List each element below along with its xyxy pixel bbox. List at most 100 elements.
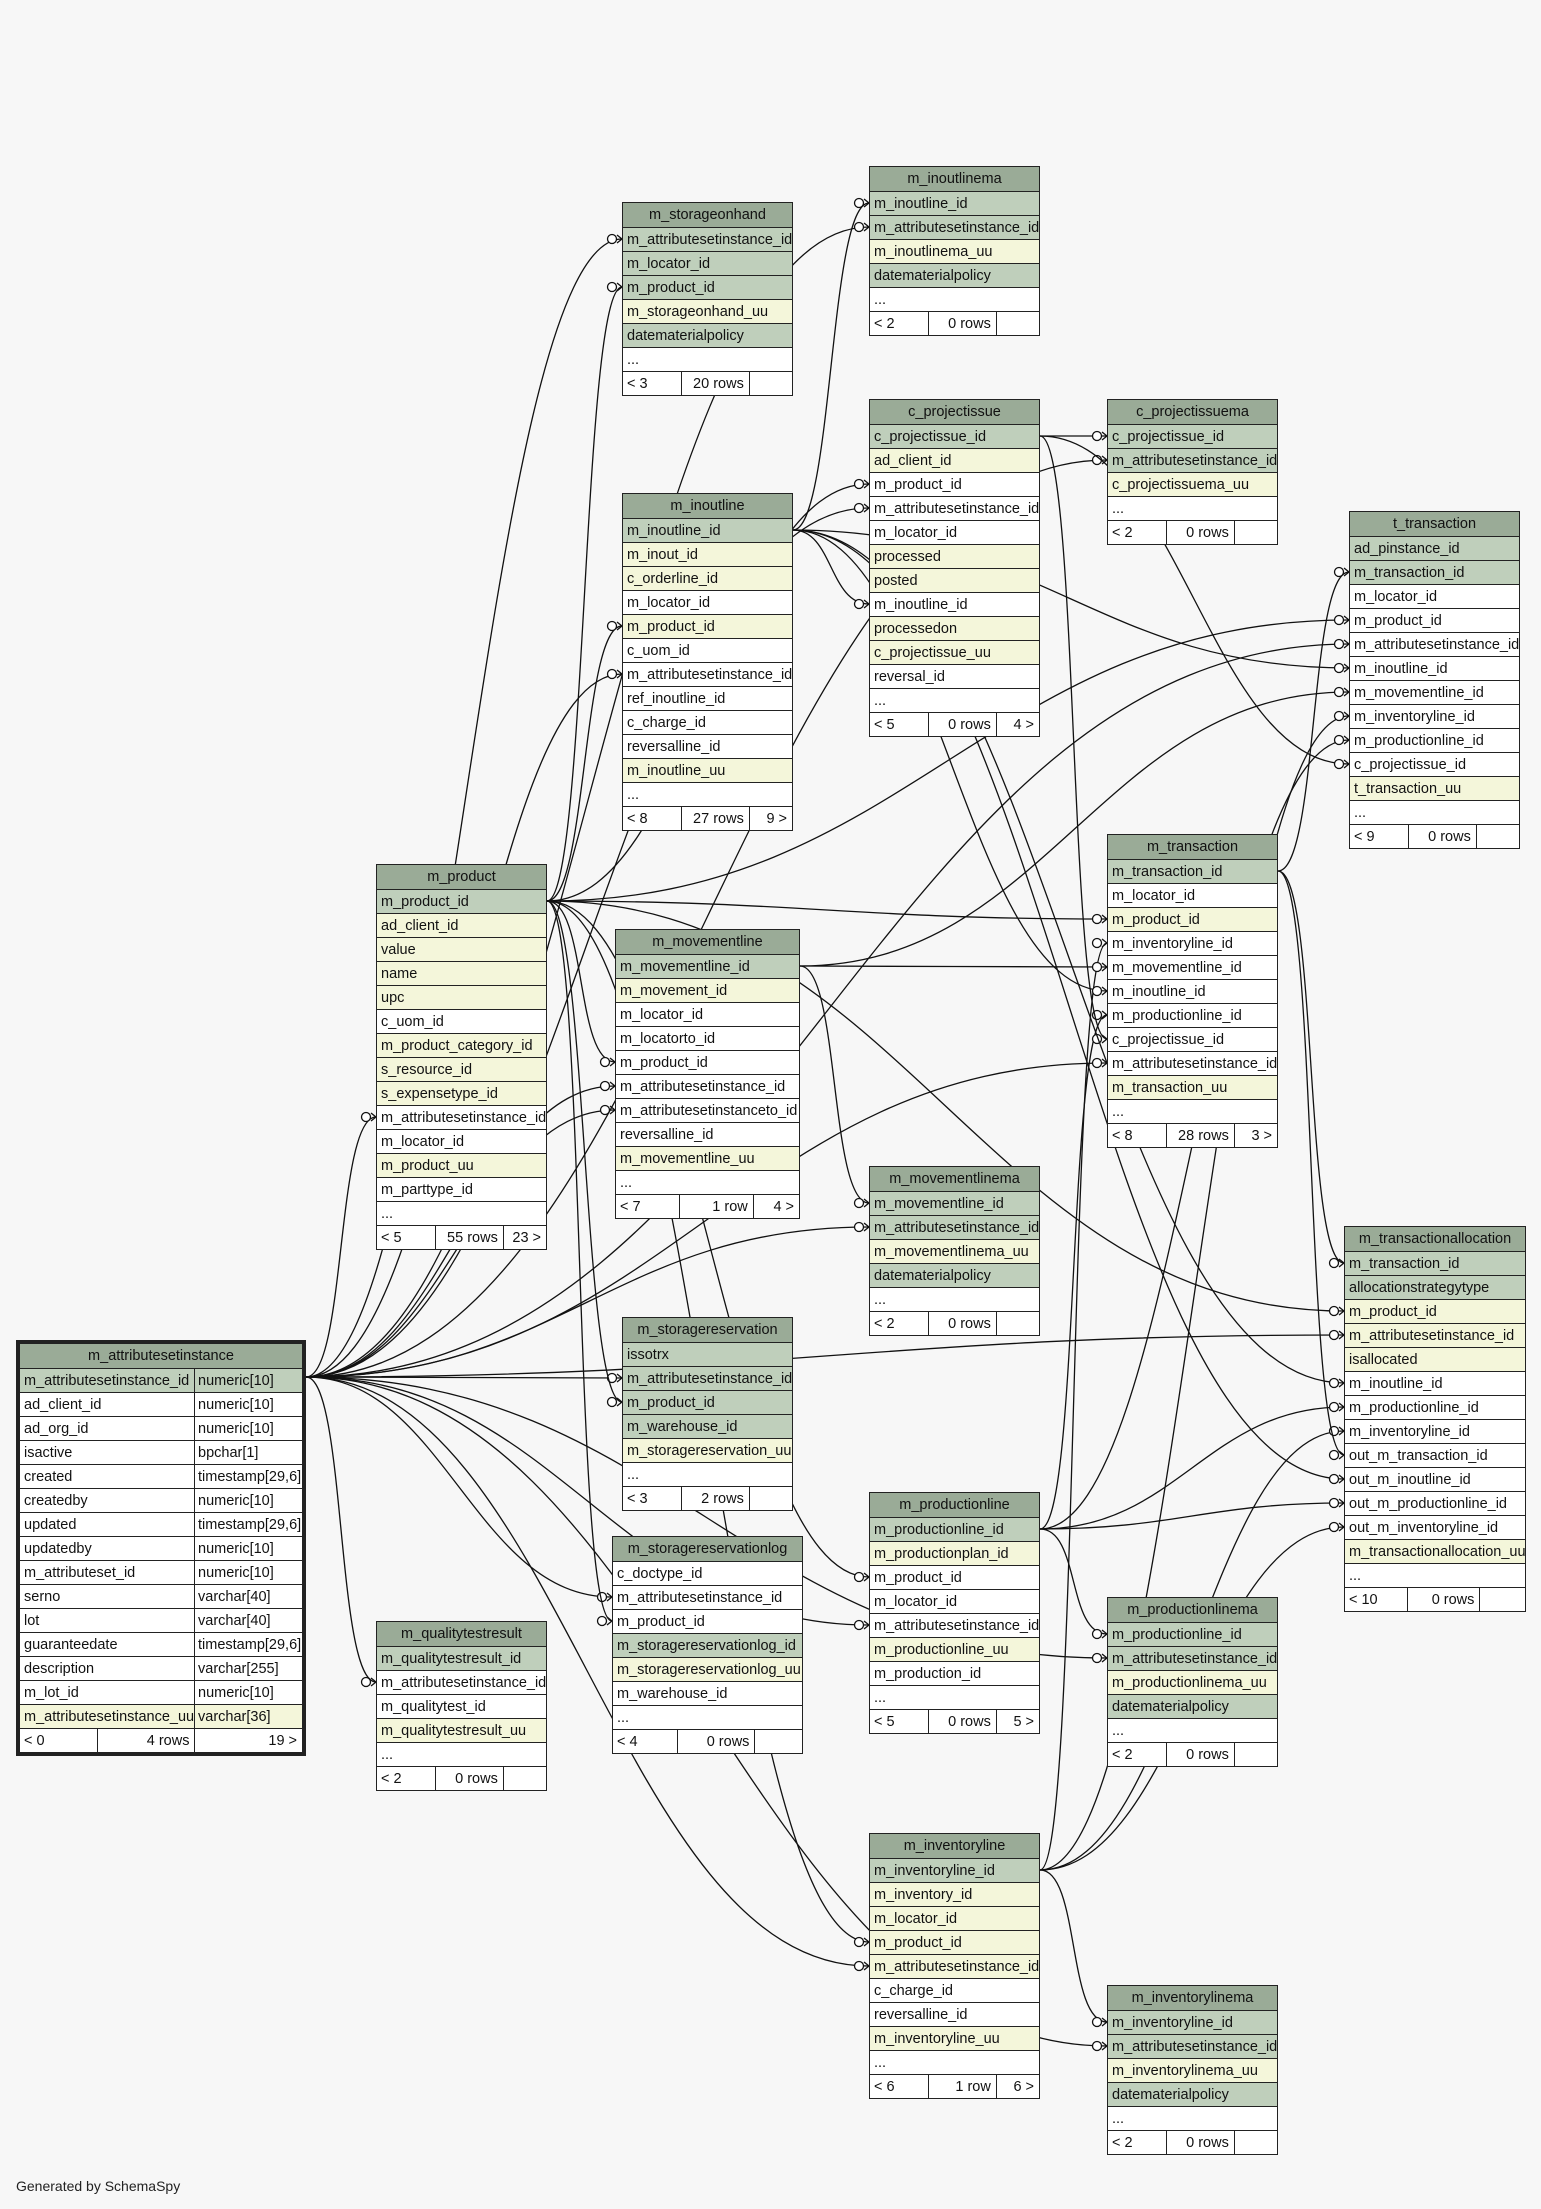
parents-count[interactable]: < 3 — [623, 1487, 683, 1510]
column-row[interactable]: m_locator_id — [870, 1906, 1039, 1930]
column-row[interactable]: m_inoutlinema_uu — [870, 239, 1039, 263]
table-title[interactable]: m_transaction — [1108, 835, 1277, 859]
parents-count[interactable]: < 6 — [870, 2075, 930, 2098]
column-row[interactable]: m_movementline_id — [870, 1191, 1039, 1215]
column-row[interactable]: m_inoutline_id — [623, 518, 792, 542]
column-row[interactable]: c_projectissue_id — [1350, 752, 1519, 776]
column-row[interactable]: reversalline_id — [870, 2002, 1039, 2026]
parents-count[interactable]: < 2 — [1108, 2131, 1168, 2154]
column-row[interactable]: c_charge_id — [623, 710, 792, 734]
parents-count[interactable]: < 5 — [870, 1710, 930, 1733]
column-row[interactable]: m_attributesetinstance_id — [870, 1613, 1039, 1637]
table-title[interactable]: m_product — [377, 865, 546, 889]
table-title[interactable]: m_movementlinema — [870, 1167, 1039, 1191]
table-title[interactable]: m_transactionallocation — [1345, 1227, 1525, 1251]
column-row[interactable]: m_product_id — [377, 889, 546, 913]
column-row[interactable]: c_projectissue_id — [1108, 1027, 1277, 1051]
column-row[interactable]: ... — [1345, 1563, 1525, 1587]
column-row[interactable]: ... — [616, 1170, 799, 1194]
table-title[interactable]: m_storagereservation — [623, 1318, 792, 1342]
table-title[interactable]: c_projectissue — [870, 400, 1039, 424]
column-row[interactable]: out_m_inventoryline_id — [1345, 1515, 1525, 1539]
column-row[interactable]: m_locator_id — [1350, 584, 1519, 608]
column-row[interactable]: c_projectissue_uu — [870, 640, 1039, 664]
table-title[interactable]: m_storagereservationlog — [613, 1537, 802, 1561]
column-row[interactable]: m_product_id — [870, 1565, 1039, 1589]
column-row[interactable]: m_inventory_id — [870, 1882, 1039, 1906]
column-row[interactable]: datematerialpolicy — [1108, 2082, 1277, 2106]
column-row[interactable]: m_product_id — [623, 275, 792, 299]
column-row[interactable]: ad_client_id — [377, 913, 546, 937]
column-row[interactable]: m_locator_id — [623, 590, 792, 614]
column-row[interactable]: ... — [1108, 496, 1277, 520]
column-row[interactable]: c_orderline_id — [623, 566, 792, 590]
column-row[interactable]: m_productionline_uu — [870, 1637, 1039, 1661]
children-count[interactable] — [1477, 825, 1519, 848]
column-row[interactable]: s_expensetype_id — [377, 1081, 546, 1105]
column-row[interactable]: ... — [377, 1742, 546, 1766]
column-row[interactable]: m_attributesetinstanceto_id — [616, 1098, 799, 1122]
column-row[interactable]: value — [377, 937, 546, 961]
column-row[interactable]: ... — [870, 1287, 1039, 1311]
children-count[interactable]: 3 > — [1251, 1128, 1272, 1144]
table-title[interactable]: t_transaction — [1350, 512, 1519, 536]
parents-count[interactable]: < 0 — [20, 1729, 99, 1752]
column-row[interactable]: m_product_id — [870, 1930, 1039, 1954]
column-row[interactable]: m_storageonhand_uu — [623, 299, 792, 323]
column-row[interactable]: m_product_id — [623, 1390, 792, 1414]
children-count[interactable] — [997, 1312, 1039, 1335]
parents-count[interactable]: < 5 — [377, 1226, 437, 1249]
column-row[interactable]: m_locator_id — [377, 1129, 546, 1153]
parents-count[interactable]: < 5 — [870, 713, 930, 736]
column-row[interactable]: upc — [377, 985, 546, 1009]
children-count[interactable] — [755, 1730, 802, 1753]
children-count[interactable]: 23 > — [512, 1230, 541, 1246]
column-row[interactable]: ... — [870, 1685, 1039, 1709]
column-row[interactable]: c_projectissue_id — [1108, 424, 1277, 448]
children-count[interactable] — [1235, 2131, 1277, 2154]
column-row[interactable]: m_attributesetinstance_id — [377, 1670, 546, 1694]
parents-count[interactable]: < 2 — [1108, 1743, 1168, 1766]
column-row[interactable]: out_m_productionline_id — [1345, 1491, 1525, 1515]
parents-count[interactable]: < 2 — [1108, 521, 1168, 544]
column-row[interactable]: ad_client_id — [870, 448, 1039, 472]
column-row[interactable]: m_transactionallocation_uu — [1345, 1539, 1525, 1563]
column-row[interactable]: m_inoutline_uu — [623, 758, 792, 782]
column-row[interactable]: c_projectissue_id — [870, 424, 1039, 448]
column-row[interactable]: m_attributesetinstance_id — [870, 215, 1039, 239]
column-row[interactable]: ... — [870, 688, 1039, 712]
column-row[interactable]: reversalline_id — [616, 1122, 799, 1146]
column-row[interactable]: ... — [623, 782, 792, 806]
column-row[interactable]: m_productionline_id — [870, 1517, 1039, 1541]
column-row[interactable]: s_resource_id — [377, 1057, 546, 1081]
column-row[interactable]: c_doctype_id — [613, 1561, 802, 1585]
column-row[interactable]: m_attributesetinstance_id — [870, 496, 1039, 520]
column-row[interactable]: m_movementlinema_uu — [870, 1239, 1039, 1263]
table-title[interactable]: m_qualitytestresult — [377, 1622, 546, 1646]
column-row[interactable]: m_attributesetinstance_id — [623, 227, 792, 251]
column-row[interactable]: m_productionline_id — [1108, 1622, 1277, 1646]
column-row[interactable]: c_charge_id — [870, 1978, 1039, 2002]
column-row[interactable]: ... — [623, 347, 792, 371]
column-row[interactable]: m_product_uu — [377, 1153, 546, 1177]
column-row[interactable]: m_inventorylinema_uu — [1108, 2058, 1277, 2082]
column-row[interactable]: m_movementline_id — [1108, 955, 1277, 979]
column-row[interactable]: m_locator_id — [1108, 883, 1277, 907]
column-row[interactable]: m_inventoryline_id — [870, 1858, 1039, 1882]
column-row[interactable]: m_locator_id — [616, 1002, 799, 1026]
column-row[interactable]: m_attributesetinstance_id — [1345, 1323, 1525, 1347]
column-row[interactable]: m_movement_id — [616, 978, 799, 1002]
column-row[interactable]: m_qualitytestresult_uu — [377, 1718, 546, 1742]
column-row[interactable]: ... — [623, 1462, 792, 1486]
